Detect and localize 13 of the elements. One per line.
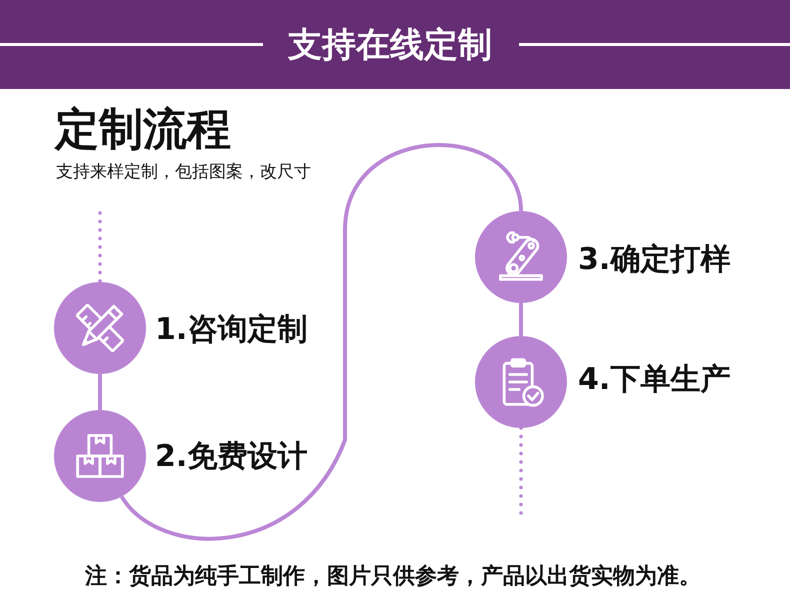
- connector-line: [519, 303, 523, 336]
- footnote: 注：货品为纯手工制作，图片只供参考，产品以出货实物为准。: [85, 566, 701, 588]
- subtitle: 支持来样定制，包括图案，改尺寸: [56, 164, 311, 181]
- dotted-line: [519, 426, 523, 518]
- connector-line: [98, 374, 102, 410]
- step-label: 2.免费设计: [155, 442, 308, 472]
- connector-line: [120, 143, 523, 541]
- step-label: 3.确定打样: [578, 245, 730, 275]
- title: 支持在线定制: [288, 28, 492, 62]
- dotted-line: [98, 211, 102, 284]
- step-label: 1.咨询定制: [155, 315, 308, 345]
- step-label: 4.下单生产: [578, 365, 730, 395]
- section-heading: 定制流程: [55, 108, 231, 152]
